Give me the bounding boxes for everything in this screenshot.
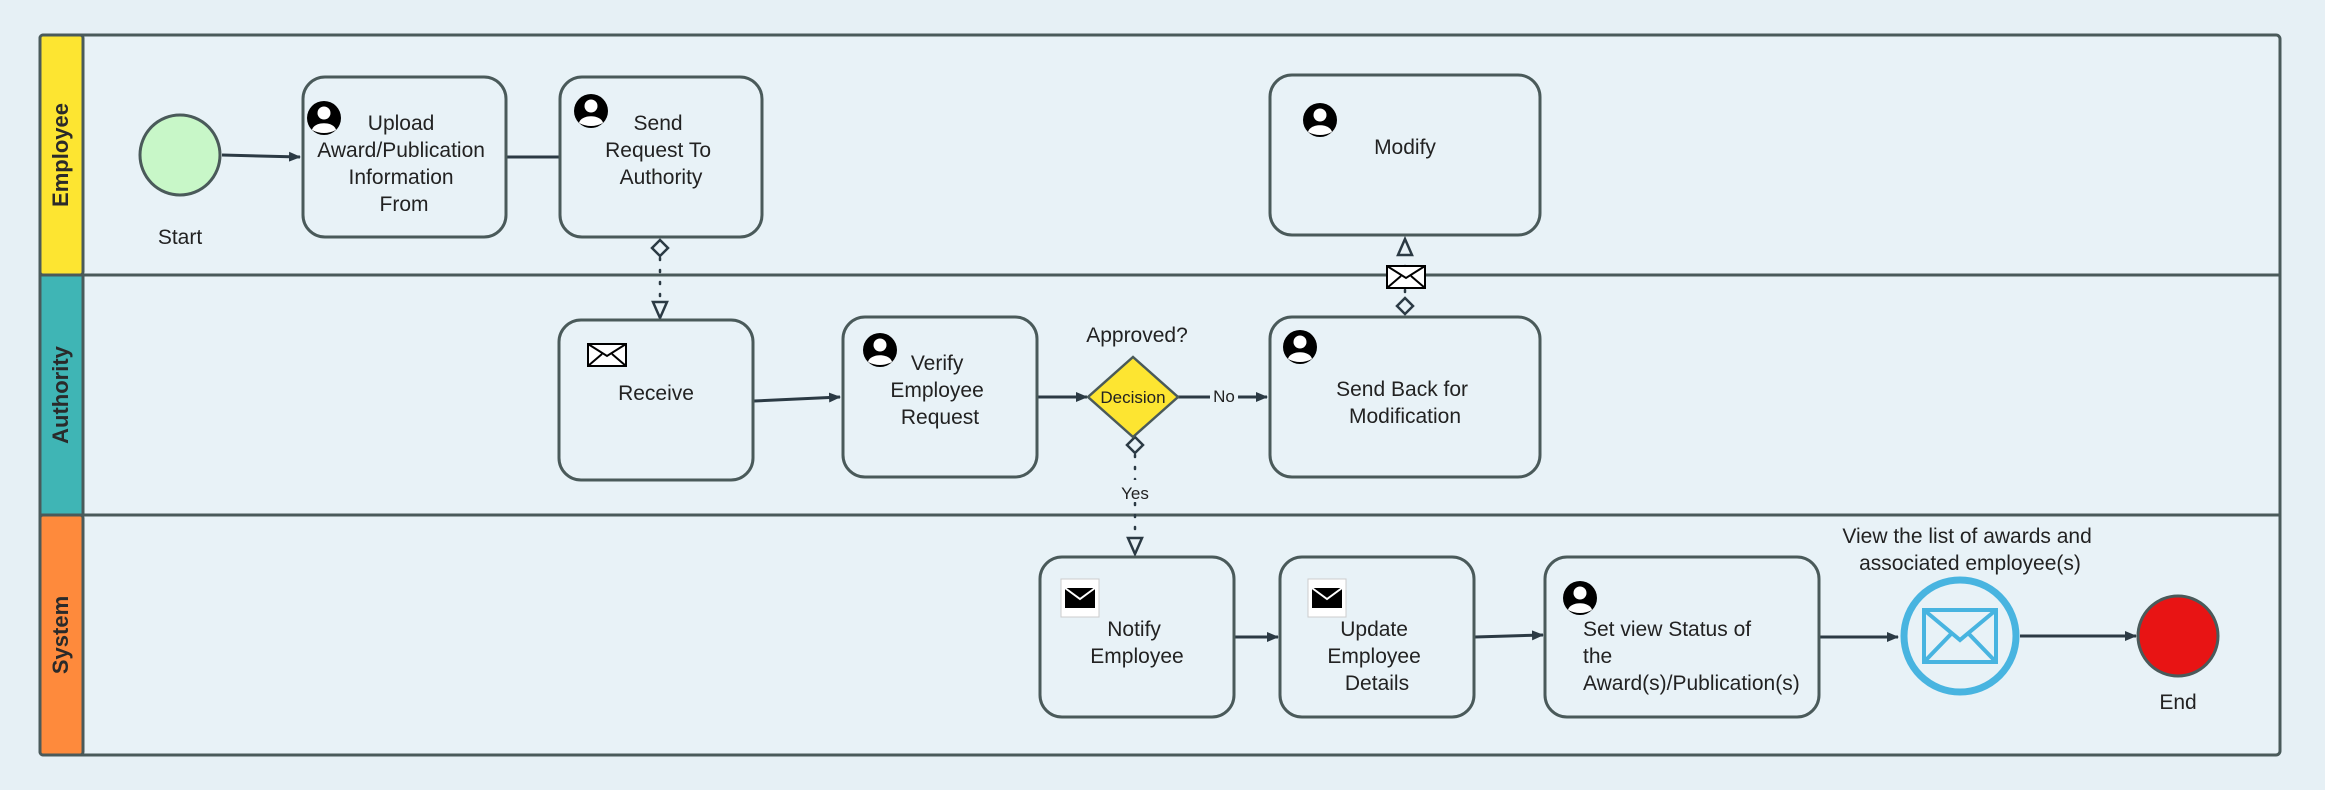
decision-label: Decision <box>1100 388 1165 407</box>
task-send-request[interactable]: Send Request To Authority <box>558 75 764 239</box>
message-event-label-line: associated employee(s) <box>1859 552 2081 575</box>
task-notify[interactable]: Notify Employee <box>1038 555 1236 719</box>
task-verify-line: Request <box>901 406 979 429</box>
svg-text:Set view Status of the: Set view Status of the Award(s)/Publicat… <box>1583 618 1800 695</box>
decision-gateway[interactable] <box>1086 355 1180 439</box>
task-update[interactable]: Update Employee Details <box>1278 555 1476 719</box>
lane-label-system: System <box>48 596 73 674</box>
task-sendback-line: Modification <box>1349 405 1461 428</box>
task-set-view[interactable]: Set view Status of the Award(s)/Publicat… <box>1543 555 1821 719</box>
task-upload-line: Information <box>349 166 454 189</box>
envelope-icon <box>1060 578 1100 618</box>
svg-text:Modify: Modify <box>1374 136 1436 159</box>
task-verify-line: Verify <box>911 352 964 375</box>
decision-question: Approved? <box>1086 324 1188 347</box>
svg-text:Update Employee De: Update Employee Details <box>1327 618 1426 695</box>
flow-receive-verify <box>753 392 841 403</box>
task-send-line: Request To <box>605 139 711 162</box>
envelope-icon <box>1307 578 1347 618</box>
task-setview-line: Set view Status of <box>1583 618 1751 641</box>
task-update-line: Employee <box>1327 645 1420 668</box>
svg-text:Send Request To Au: Send Request To Authority <box>605 112 717 189</box>
msgflow-start-diamond <box>1125 435 1145 455</box>
task-verify[interactable]: Verify Employee Request <box>841 315 1039 479</box>
task-receive[interactable]: Receive <box>557 318 755 482</box>
task-receive-line: Receive <box>618 382 694 405</box>
svg-text:Notify Employee: Notify Employee <box>1090 618 1183 668</box>
end-event[interactable] <box>2136 594 2220 678</box>
task-upload-line: Upload <box>368 112 435 135</box>
start-event[interactable] <box>138 113 222 197</box>
flow-update-setview <box>1474 630 1544 641</box>
message-event-label-line: View the list of awards and <box>1842 525 2091 548</box>
start-label: Start <box>158 226 203 249</box>
no-label-bg <box>1210 385 1238 407</box>
task-notify-line: Employee <box>1090 645 1183 668</box>
task-upload[interactable]: Upload Award/Publication Information Fro… <box>301 75 508 239</box>
svg-text:Send Back for Modificat: Send Back for Modification <box>1336 378 1474 428</box>
task-modify-line: Modify <box>1374 136 1436 159</box>
task-modify[interactable]: Modify <box>1268 73 1542 237</box>
flow-start-upload <box>221 151 301 162</box>
task-upload-line: Award/Publication <box>317 139 485 162</box>
yes-label: Yes <box>1121 484 1149 503</box>
end-label: End <box>2159 691 2196 714</box>
message-event[interactable] <box>1900 576 2020 696</box>
task-upload-line: From <box>380 193 429 216</box>
user-icon <box>574 94 608 128</box>
task-send-line: Send <box>634 112 683 135</box>
task-update-line: Update <box>1340 618 1408 641</box>
user-icon <box>1283 330 1317 364</box>
task-sendback-line: Send Back for <box>1336 378 1468 401</box>
lane-label-employee: Employee <box>48 103 73 207</box>
msgflow-arrowhead <box>1396 235 1414 257</box>
task-verify-line: Employee <box>890 379 983 402</box>
svg-text:Verify Employee Re: Verify Employee Request <box>890 352 989 429</box>
no-label: No <box>1213 387 1235 406</box>
msgflow-arrowhead <box>1126 536 1144 558</box>
envelope-icon <box>1922 608 1998 664</box>
user-icon <box>307 101 341 135</box>
envelope-icon <box>587 343 627 367</box>
task-setview-line: the <box>1583 645 1612 668</box>
user-icon <box>1303 103 1337 137</box>
task-notify-line: Notify <box>1107 618 1161 641</box>
lane-label-authority: Authority <box>48 345 73 444</box>
task-send-line: Authority <box>620 166 703 189</box>
msgflow-start-diamond <box>650 238 670 258</box>
svg-text:Receive: Receive <box>618 382 694 405</box>
msgflow-start-diamond <box>1395 296 1415 316</box>
yes-label-bg <box>1115 480 1155 502</box>
envelope-icon <box>1386 265 1426 289</box>
task-send-back[interactable]: Send Back for Modification <box>1268 315 1542 479</box>
user-icon <box>863 333 897 367</box>
msgflow-arrowhead <box>651 300 669 322</box>
message-event-label: View the list of awards and associated e… <box>1842 525 2097 575</box>
task-update-line: Details <box>1345 672 1409 695</box>
svg-text:Upload Award/Publication: Upload Award/Publication Information Fro… <box>317 112 491 216</box>
task-setview-line: Award(s)/Publication(s) <box>1583 672 1800 695</box>
user-icon <box>1563 581 1597 615</box>
